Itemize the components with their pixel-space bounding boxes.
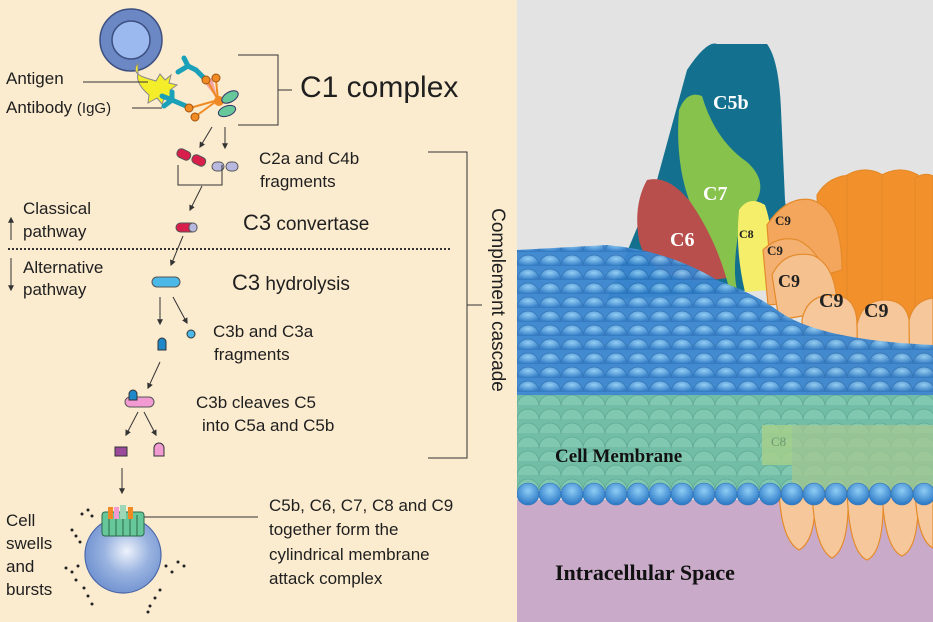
cascade-illustration xyxy=(8,8,482,614)
phospholipid-head xyxy=(517,482,540,506)
c3b-icon xyxy=(157,337,167,351)
classical-pathway-label-line1: Classical xyxy=(23,199,92,218)
phospholipid-head xyxy=(648,482,672,506)
phospholipid-head xyxy=(780,482,804,506)
pathogen-cell-icon xyxy=(99,8,163,72)
c3b-cleaves-label-line2: into C5a and C5b xyxy=(202,416,335,435)
c3-convertase-icon xyxy=(175,222,198,233)
c3a-icon xyxy=(186,329,196,339)
phospholipid-head xyxy=(692,482,716,506)
antigen-label: Antigen xyxy=(6,69,64,88)
c5a-icon xyxy=(114,446,128,457)
mac-label-line1: C5b, C6, C7, C8 and C9 xyxy=(269,496,454,515)
mac-label-line3: cylindrical membrane xyxy=(269,545,430,564)
inner-membrane-leaflet xyxy=(517,482,933,506)
phospholipid-head xyxy=(626,482,650,506)
c3-hydrolysis-label: C3 hydrolysis xyxy=(232,271,350,296)
c9-pore-lower-icon xyxy=(778,489,933,561)
phospholipid-head xyxy=(846,482,870,506)
antigen-icon xyxy=(134,61,179,105)
c2a-c4b-label-line1: C2a and C4b xyxy=(259,149,360,168)
intracellular-space-label: Intracellular Space xyxy=(555,560,735,585)
c3-convertase-prefix: C3 xyxy=(243,210,272,235)
c7-subunit xyxy=(678,94,761,290)
alternative-pathway-label-line2: pathway xyxy=(23,280,87,299)
cell-membrane-label: Cell Membrane xyxy=(555,446,683,467)
phospholipid-head xyxy=(824,482,848,506)
cell-bursts-label-line3: and xyxy=(6,557,35,576)
phospholipid-head xyxy=(560,482,584,506)
c9-membrane-segment xyxy=(792,425,933,490)
c9-label-2: C9 xyxy=(767,243,783,258)
c3b-c3a-label-line2: fragments xyxy=(214,345,290,364)
c9-label-3: C9 xyxy=(778,271,800,291)
c3-hydrolysis-prefix: C3 xyxy=(232,270,261,295)
phospholipid-head xyxy=(736,482,760,506)
c5-icon xyxy=(124,389,155,408)
c2a-c4b-label-line2: fragments xyxy=(260,172,336,191)
phospholipid-head xyxy=(604,482,628,506)
c3b-c3a-label-line1: C3b and C3a xyxy=(213,322,314,341)
mac-label-line2: together form the xyxy=(269,520,399,539)
antibody-type-label: (IgG) xyxy=(76,100,112,117)
classical-pathway-label-line2: pathway xyxy=(23,222,87,241)
c2a-fragment-icon xyxy=(176,148,207,167)
phospholipid-head xyxy=(868,482,892,506)
cell-bursts-label-line4: bursts xyxy=(6,580,53,599)
c8-label: C8 xyxy=(739,227,754,241)
c3-convertase-suffix: convertase xyxy=(271,214,370,235)
membrane-attack-complex-panel: C5b C6 C7 C8 C9 C9 C9 C9 C9 C8 Cell Memb… xyxy=(517,0,933,622)
c1-complex-icon xyxy=(184,73,239,122)
c8-membrane-segment xyxy=(762,425,792,465)
c9-label-4: C9 xyxy=(819,290,844,312)
complement-cascade-label: Complement cascade xyxy=(487,208,508,392)
c5b-icon xyxy=(153,442,165,457)
antibody-label-text: Antibody xyxy=(6,98,73,117)
mac-label-line4: attack complex xyxy=(269,569,383,588)
cell-bursts-label-line2: swells xyxy=(6,534,53,553)
antibody-igg-icon xyxy=(159,55,209,109)
c3-icon xyxy=(151,276,181,288)
classical-pathway-panel: Antigen Antibody (IgG) C1 complex C2a an… xyxy=(0,0,517,622)
c8-subunit xyxy=(737,201,773,292)
c7-label: C7 xyxy=(703,183,728,205)
phospholipid-head xyxy=(538,482,562,506)
lysing-cell-icon xyxy=(64,505,186,614)
c6-label: C6 xyxy=(670,229,695,251)
c9-label-5: C9 xyxy=(864,300,889,322)
phospholipid-head xyxy=(802,482,826,506)
phospholipid-head xyxy=(670,482,694,506)
phospholipid-head xyxy=(890,482,914,506)
phospholipid-head xyxy=(758,482,782,506)
c3b-cleaves-label-line1: C3b cleaves C5 xyxy=(196,393,317,412)
mac-illustration xyxy=(517,43,933,622)
c1-complex-label: C1 complex xyxy=(300,71,459,104)
phospholipid-head xyxy=(582,482,606,506)
c8-membrane-label: C8 xyxy=(771,434,787,449)
c5b-label: C5b xyxy=(713,92,749,114)
phospholipid-head xyxy=(912,482,933,506)
antibody-label: Antibody (IgG) xyxy=(6,96,111,120)
c3-hydrolysis-suffix: hydrolysis xyxy=(260,274,350,295)
phospholipid-head xyxy=(714,482,738,506)
c4b-fragment-icon xyxy=(211,161,239,172)
outer-membrane-leaflet xyxy=(517,245,933,395)
alternative-pathway-label-line1: Alternative xyxy=(23,258,104,277)
cell-bursts-label-line1: Cell xyxy=(6,511,36,530)
c9-label-1: C9 xyxy=(775,213,791,228)
c3-convertase-label: C3 convertase xyxy=(243,211,369,236)
